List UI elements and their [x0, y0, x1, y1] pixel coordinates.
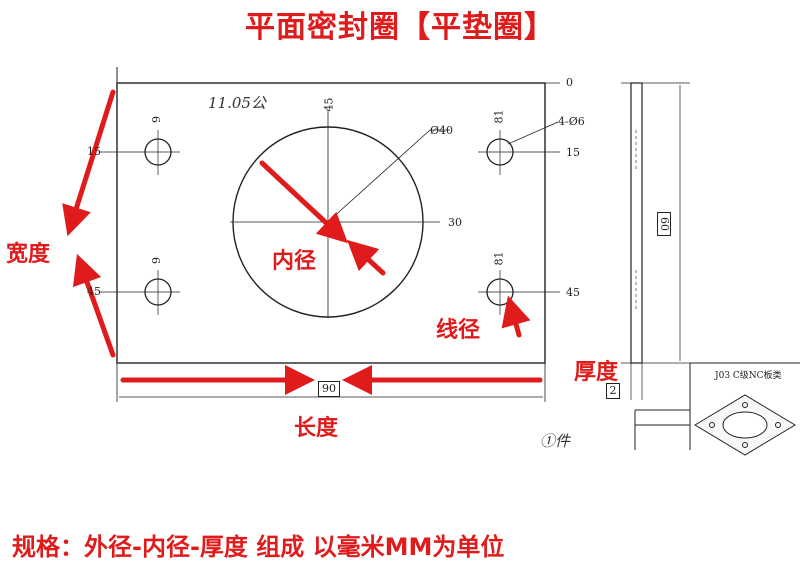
dim-center-top: 45 — [322, 97, 336, 112]
dim-height-value: 60 — [657, 212, 671, 236]
dim-thickness-value: 2 — [606, 383, 620, 399]
label-thickness: 厚度 — [574, 360, 619, 385]
dim-diameter-big: Ø40 — [430, 124, 454, 137]
label-width: 宽度 — [6, 242, 51, 267]
dim-center-right: 30 — [448, 216, 462, 229]
dim-left-bottom: 45 — [87, 285, 101, 298]
dim-hole-v-right-bottom: 81 — [492, 251, 506, 266]
gasket-plate-outline — [116, 82, 546, 364]
dim-top-zero: 0 — [566, 76, 573, 89]
width-arrow-up — [62, 89, 116, 237]
handwritten-top-note: 11.05公 — [208, 94, 266, 112]
inset-gasket-sketch — [694, 394, 796, 456]
dim-hole-callout: 4-Ø6 — [558, 115, 585, 128]
page-title: 平面密封圈【平垫圈】 — [245, 10, 555, 45]
label-length: 长度 — [294, 416, 339, 441]
handwritten-bottom-note: ①件 — [540, 432, 571, 450]
dim-hole-v-right-top: 81 — [492, 109, 506, 124]
dim-left-top: 15 — [87, 145, 101, 158]
label-inner-diameter: 内径 — [272, 249, 317, 274]
dim-hole-right-bottom: 45 — [566, 286, 580, 299]
width-arrow-down — [72, 253, 116, 358]
spec-footer: 规格：外径-内径-厚度 组成 以毫米MM为单位 — [12, 533, 505, 561]
inner-diameter-arrow-1 — [259, 160, 348, 244]
side-view-outline — [630, 82, 643, 364]
hole-diameter-arrow — [501, 295, 531, 338]
label-hole-diameter: 线径 — [436, 318, 481, 343]
dim-hole-v-left-top: 9 — [150, 116, 163, 123]
dim-hole-right-top: 15 — [566, 146, 580, 159]
dim-length-value: 90 — [318, 381, 340, 397]
dim-hole-v-left-bottom: 9 — [150, 257, 163, 264]
inset-label: J03 C级NC板类 — [715, 371, 782, 381]
inner-diameter-arrow-2 — [346, 239, 386, 276]
